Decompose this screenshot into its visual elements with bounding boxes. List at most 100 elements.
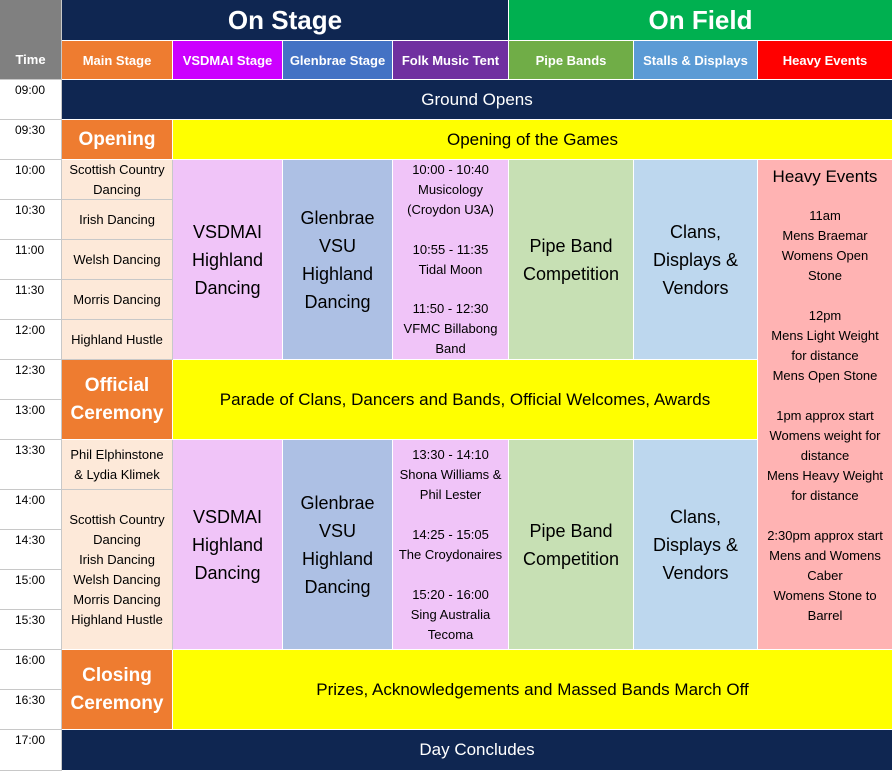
ground-opens-row: Ground Opens [62,80,893,120]
slot-text: Morris Dancing [73,591,161,607]
col-glenbrae-stage: Glenbrae Stage [283,41,393,80]
stalls-afternoon-block: Clans, Displays & Vendors [634,440,758,650]
slot-text: Welsh Dancing [73,251,161,267]
time-label: 11:30 [15,283,45,297]
block-line: Dancing [194,562,261,583]
block-line: Tidal Moon [418,261,483,277]
time-cell: 09:00 [0,80,62,120]
on-stage-header: On Stage [62,0,509,41]
time-cell: 12:30 [0,360,62,400]
time-label: 10:30 [15,203,46,217]
main-stage-slot: Phil Elphinstone & Lydia Klimek [62,440,173,490]
closing-ceremony-row: Prizes, Acknowledgements and Massed Band… [173,650,893,730]
col-heavy-events: Heavy Events [758,41,893,80]
time-cell: 14:00 [0,490,62,530]
time-label: 13:30 [15,443,46,457]
heavy-events-list: 11am Mens Braemar Womens Open Stone 12pm… [767,206,883,626]
day-concludes-row: Day Concludes [62,730,893,771]
block-line: 11:50 - 12:30 [412,301,489,316]
heavy-line: Barrel [807,608,843,623]
block-line: Pipe Band [529,520,613,541]
col-pipe-bands: Pipe Bands [509,41,634,80]
time-label: 13:00 [15,403,46,417]
official-ceremony-text: Parade of Clans, Dancers and Bands, Offi… [219,389,711,409]
time-label: 16:30 [15,693,46,707]
block-line: Tecoma [427,626,474,642]
block-line: VSDMAI [192,506,262,527]
block-line: VSDMAI [192,221,262,242]
heavy-line: Womens Open [781,248,869,263]
block-line: Displays & [652,534,739,555]
block-line: 13:30 - 14:10 [412,446,489,462]
heavy-line: 1pm approx start [776,408,874,423]
time-cell: 13:00 [0,400,62,440]
glenbrae-morning-block: Glenbrae VSU Highland Dancing [283,160,393,360]
heavy-line: Mens Open Stone [772,368,878,383]
block-line: 15:20 - 16:00 [412,586,489,602]
block-line: Phil Lester [419,486,482,502]
col-stalls-displays: Stalls & Displays [634,41,758,80]
time-label: 11:00 [15,243,45,257]
block-line: Highland [191,534,264,555]
heavy-events-title: Heavy Events [772,167,878,186]
opening-label: Opening [62,120,173,160]
heavy-line: Mens Light Weight [771,328,879,343]
time-cell: 12:00 [0,320,62,360]
block-line: Competition [522,263,620,284]
time-label: 15:30 [15,613,46,627]
time-label: 14:00 [15,493,46,507]
heavy-line: Womens Stone to [773,588,877,603]
opening-text: Opening of the Games [446,129,619,149]
day-concludes-text: Day Concludes [419,740,535,759]
closing-ceremony-text: Prizes, Acknowledgements and Massed Band… [316,679,749,699]
slot-text: Highland Hustle [71,331,163,347]
heavy-line: Womens weight for [769,428,881,443]
block-line: Vendors [662,277,729,298]
slot-text: Welsh Dancing [73,571,161,587]
block-line: Vendors [662,562,729,583]
label-line: Ceremony [70,692,164,714]
block-line: Glenbrae [300,492,375,513]
block-line: (Croydon U3A) [407,202,494,217]
col-label: Folk Music Tent [401,52,500,68]
col-folk-music-tent: Folk Music Tent [393,41,509,80]
time-cell: 11:00 [0,240,62,280]
time-cell: 15:30 [0,610,62,650]
time-cell: 17:00 [0,730,62,771]
block-line: Highland [191,249,264,270]
main-stage-slot: Irish Dancing [62,200,173,240]
block-line: 10:00 - 10:40 [412,162,489,177]
block-line: VSU [318,235,356,256]
opening-row: Opening of the Games [173,120,893,160]
time-label: 09:30 [15,123,46,137]
slot-text: Scottish Country [69,511,165,527]
folk-afternoon-block: 13:30 - 14:10 Shona Williams & Phil Lest… [393,440,509,650]
folk-morning-block: 10:00 - 10:40 Musicology (Croydon U3A) 1… [393,160,509,360]
block-line: Shona Williams & [399,466,502,482]
time-label: 12:00 [15,323,46,337]
time-cell: 13:30 [0,440,62,490]
col-label: Glenbrae Stage [289,52,386,68]
heavy-line: Caber [807,568,843,583]
main-stage-slot: Highland Hustle [62,320,173,360]
block-line: Dancing [304,576,371,597]
time-cell: 15:00 [0,570,62,610]
on-stage-label: On Stage [227,4,343,35]
vsdmai-morning-block: VSDMAI Highland Dancing [173,160,283,360]
heavy-line: for distance [791,488,859,503]
main-stage-slot: Scottish Country Dancing [62,160,173,200]
time-label: 10:00 [15,163,46,177]
block-line: Sing Australia [410,606,491,622]
heavy-line: Stone [808,268,842,283]
label-line: Official [84,374,150,396]
stalls-morning-block: Clans, Displays & Vendors [634,160,758,360]
time-label: 16:00 [15,653,46,667]
block-line: The Croydonaires [398,546,503,562]
time-cell: 10:30 [0,200,62,240]
block-line: Glenbrae [300,207,375,228]
main-stage-slot: Welsh Dancing [62,240,173,280]
label-line: Closing [82,664,152,686]
col-vsdmai-stage: VSDMAI Stage [173,41,283,80]
time-cell: 09:30 [0,120,62,160]
